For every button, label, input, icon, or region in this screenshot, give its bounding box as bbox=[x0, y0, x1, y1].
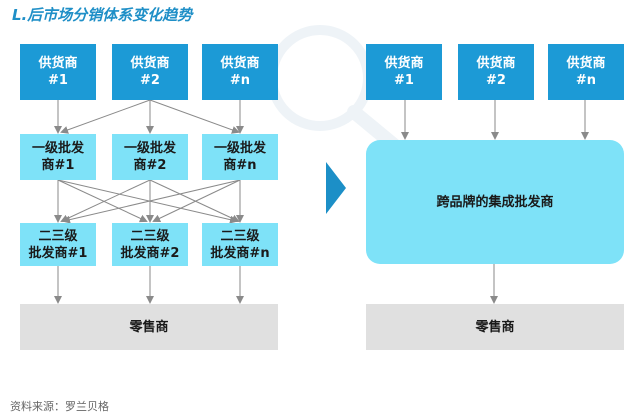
left-supplier-1: 供货商 #1 bbox=[20, 44, 96, 100]
left-supplier-2: 供货商 #2 bbox=[112, 44, 188, 100]
right-supplier-1: 供货商 #1 bbox=[366, 44, 442, 100]
chevron-right-icon bbox=[326, 162, 346, 214]
diagram-title: L.后市场分销体系变化趋势 bbox=[12, 6, 193, 24]
right-supplier-n: 供货商 #n bbox=[548, 44, 624, 100]
level23-wholesaler-1: 二三级 批发商#1 bbox=[20, 223, 96, 266]
source-note: 资料来源：罗兰贝格 bbox=[10, 400, 109, 413]
level1-wholesaler-1: 一级批发 商#1 bbox=[20, 134, 96, 180]
left-supplier-n: 供货商 #n bbox=[202, 44, 278, 100]
right-supplier-2: 供货商 #2 bbox=[458, 44, 534, 100]
integrated-wholesaler-box: 跨品牌的集成批发商 bbox=[366, 140, 624, 264]
level23-wholesaler-n: 二三级 批发商#n bbox=[202, 223, 278, 266]
left-retail-box: 零售商 bbox=[20, 304, 278, 350]
level23-wholesaler-2: 二三级 批发商#2 bbox=[112, 223, 188, 266]
level1-wholesaler-2: 一级批发 商#2 bbox=[112, 134, 188, 180]
level1-wholesaler-n: 一级批发 商#n bbox=[202, 134, 278, 180]
right-retail-box: 零售商 bbox=[366, 304, 624, 350]
